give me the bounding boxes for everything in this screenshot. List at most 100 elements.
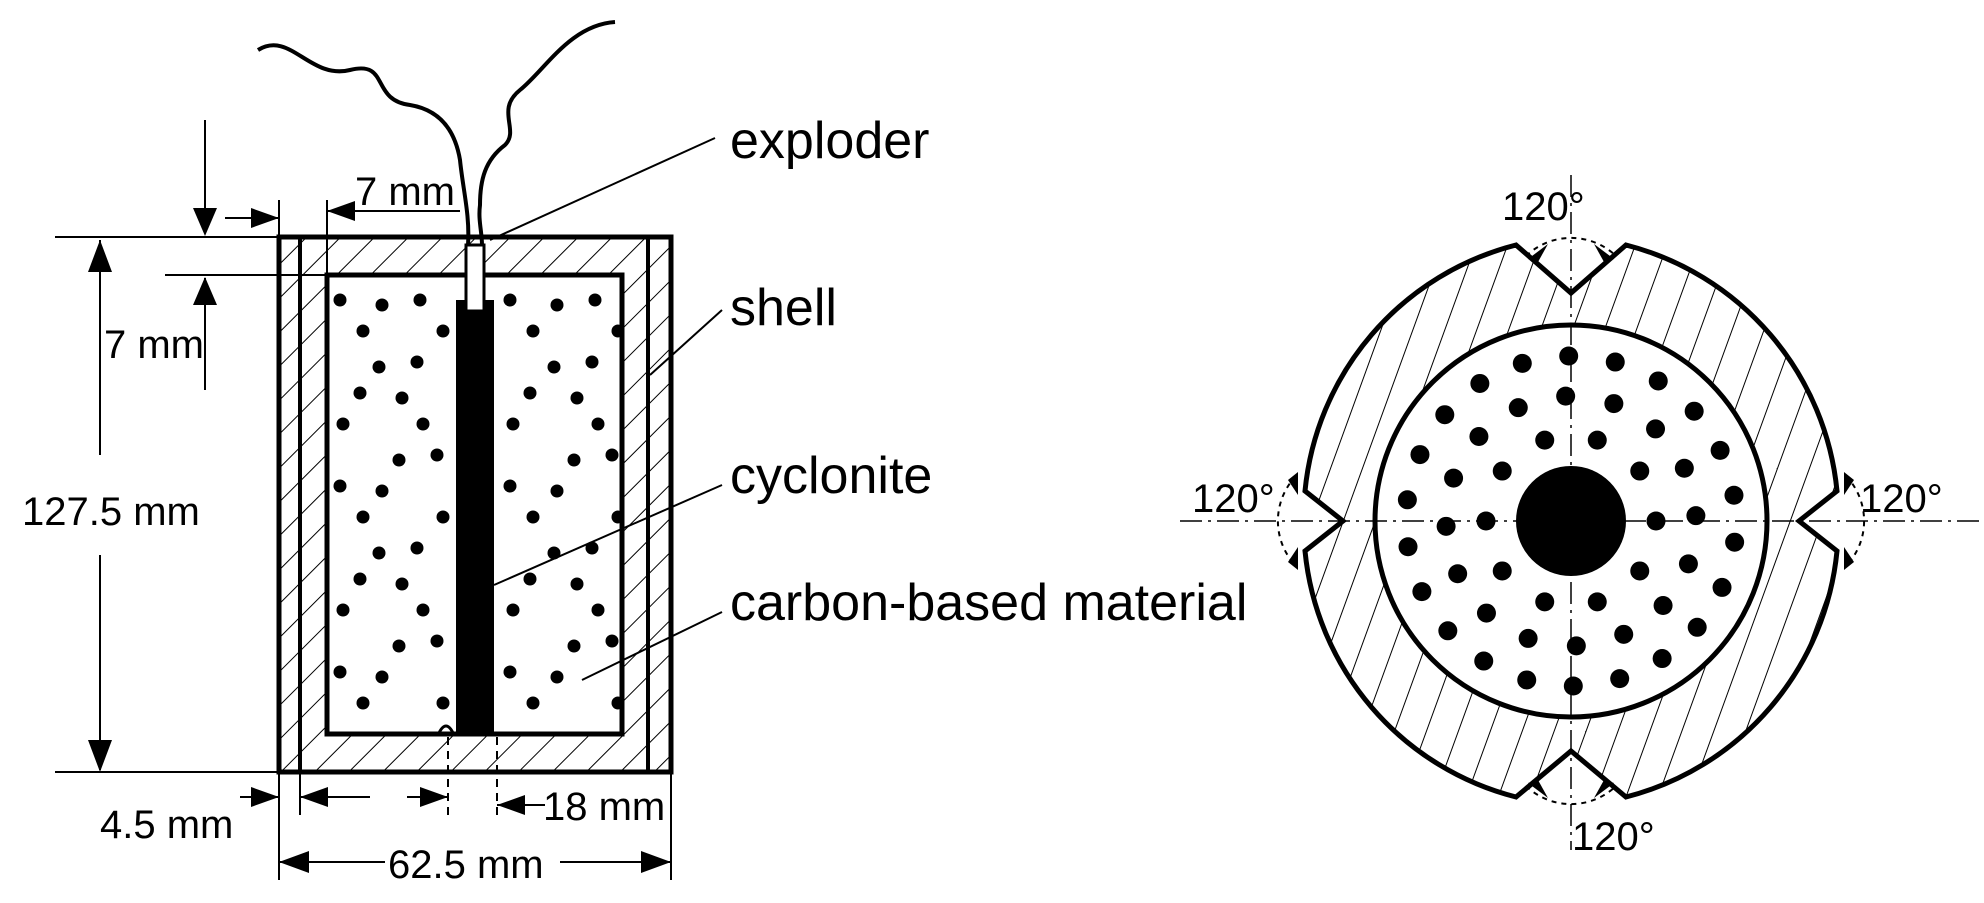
material-dot: [1438, 621, 1458, 641]
material-dot: [1710, 440, 1730, 460]
material-dot: [1412, 582, 1432, 602]
material-dot: [356, 324, 370, 338]
cavity-arrow-left: [420, 787, 448, 807]
right-angle-label: 120°: [1860, 477, 1943, 521]
carbon-label: carbon-based material: [730, 574, 1247, 632]
material-dot: [356, 696, 370, 710]
material-dot: [392, 453, 406, 467]
shell-gap-arrow-right: [300, 787, 328, 807]
material-dot: [436, 324, 450, 338]
material-dot: [588, 293, 602, 307]
material-dot: [1518, 628, 1538, 648]
material-dot: [395, 391, 409, 405]
bottom-angle-arrow-right: [1594, 780, 1614, 798]
material-dot: [1610, 669, 1630, 689]
material-dot: [1469, 426, 1489, 446]
material-dot: [375, 298, 389, 312]
material-dot: [1559, 346, 1579, 366]
material-dot: [1492, 561, 1512, 581]
material-dot: [567, 453, 581, 467]
material-dot: [1476, 603, 1496, 623]
material-dot: [1436, 516, 1456, 536]
material-dot: [333, 665, 347, 679]
material-dot: [356, 510, 370, 524]
right-angle-arrow-bottom: [1844, 547, 1854, 570]
material-dot: [1397, 490, 1417, 510]
top-wall-dim-label: 7 mm: [355, 170, 455, 214]
height-arrow-bottom: [88, 740, 112, 772]
material-dot: [375, 670, 389, 684]
lid-top-arrow: [193, 208, 217, 236]
material-dot: [372, 546, 386, 560]
material-dot: [1687, 617, 1707, 637]
material-dot: [392, 639, 406, 653]
material-dot: [605, 634, 619, 648]
material-dot: [1398, 537, 1418, 557]
material-dot: [1556, 386, 1576, 406]
material-dot: [1648, 371, 1668, 391]
material-dot: [1474, 651, 1494, 671]
material-dot: [1492, 461, 1512, 481]
material-dot: [506, 603, 520, 617]
cyclonite-label: cyclonite: [730, 447, 932, 505]
material-dot: [1448, 564, 1468, 584]
detonator-wire-right: [477, 20, 616, 246]
bottom-angle-label: 120°: [1572, 815, 1655, 859]
material-dot: [503, 293, 517, 307]
material-dot: [333, 479, 347, 493]
material-dot: [410, 355, 424, 369]
material-dot: [430, 634, 444, 648]
exploder-label: exploder: [730, 112, 929, 170]
material-dot: [416, 417, 430, 431]
material-dot: [395, 577, 409, 591]
material-dot: [336, 417, 350, 431]
material-dot: [550, 484, 564, 498]
bottom-angle-arrow-left: [1528, 780, 1548, 798]
material-dot: [372, 360, 386, 374]
material-dot: [611, 510, 622, 524]
material-dot: [523, 572, 537, 586]
annulus-arrow-left: [497, 795, 525, 815]
material-dot: [1712, 577, 1732, 597]
outer-casing: [276, 234, 674, 775]
detonator-wire-left: [256, 43, 471, 246]
top-wall-arrow-right: [327, 201, 355, 221]
material-dot: [1684, 401, 1704, 421]
material-dot: [1508, 398, 1528, 418]
material-dot: [1470, 373, 1490, 393]
cross-section-view: 127.5 mm 7 mm 7 mm 4.5 mm 18 mm: [22, 20, 1247, 887]
top-wall-arrow-left: [251, 208, 279, 228]
material-dot: [1587, 430, 1607, 450]
material-dot: [503, 665, 517, 679]
material-dot: [1686, 506, 1706, 526]
material-dot: [436, 696, 450, 710]
left-angle-label: 120°: [1192, 477, 1275, 521]
left-angle-arrow-bottom: [1288, 547, 1298, 570]
material-dot: [1604, 394, 1624, 414]
material-dot: [1587, 592, 1607, 612]
material-dot: [526, 696, 540, 710]
top-view: 120° 120° 120° 120°: [1180, 175, 1984, 859]
cavity-bottom-notch: [436, 724, 456, 736]
material-dot: [1535, 430, 1555, 450]
width-arrow-left: [279, 851, 309, 873]
top-angle-arrow-left: [1528, 244, 1548, 262]
shell-leader: [649, 309, 723, 376]
material-dot: [336, 603, 350, 617]
material-dot: [570, 391, 584, 405]
material-dot: [611, 324, 622, 338]
carbon-material-dots: [333, 293, 622, 710]
cyclonite-column: [456, 300, 494, 736]
right-angle-arrow-top: [1844, 472, 1854, 495]
width-arrow-right: [641, 851, 671, 873]
bottom-angle-arc: [1525, 785, 1617, 806]
material-dot: [333, 293, 347, 307]
material-dot: [1535, 592, 1555, 612]
cyclonite-leader: [493, 484, 723, 586]
material-dot: [1674, 458, 1694, 478]
shell-gap-arrow-left: [251, 787, 279, 807]
material-dot: [585, 541, 599, 555]
material-dot: [416, 603, 430, 617]
material-dot: [1444, 468, 1464, 488]
